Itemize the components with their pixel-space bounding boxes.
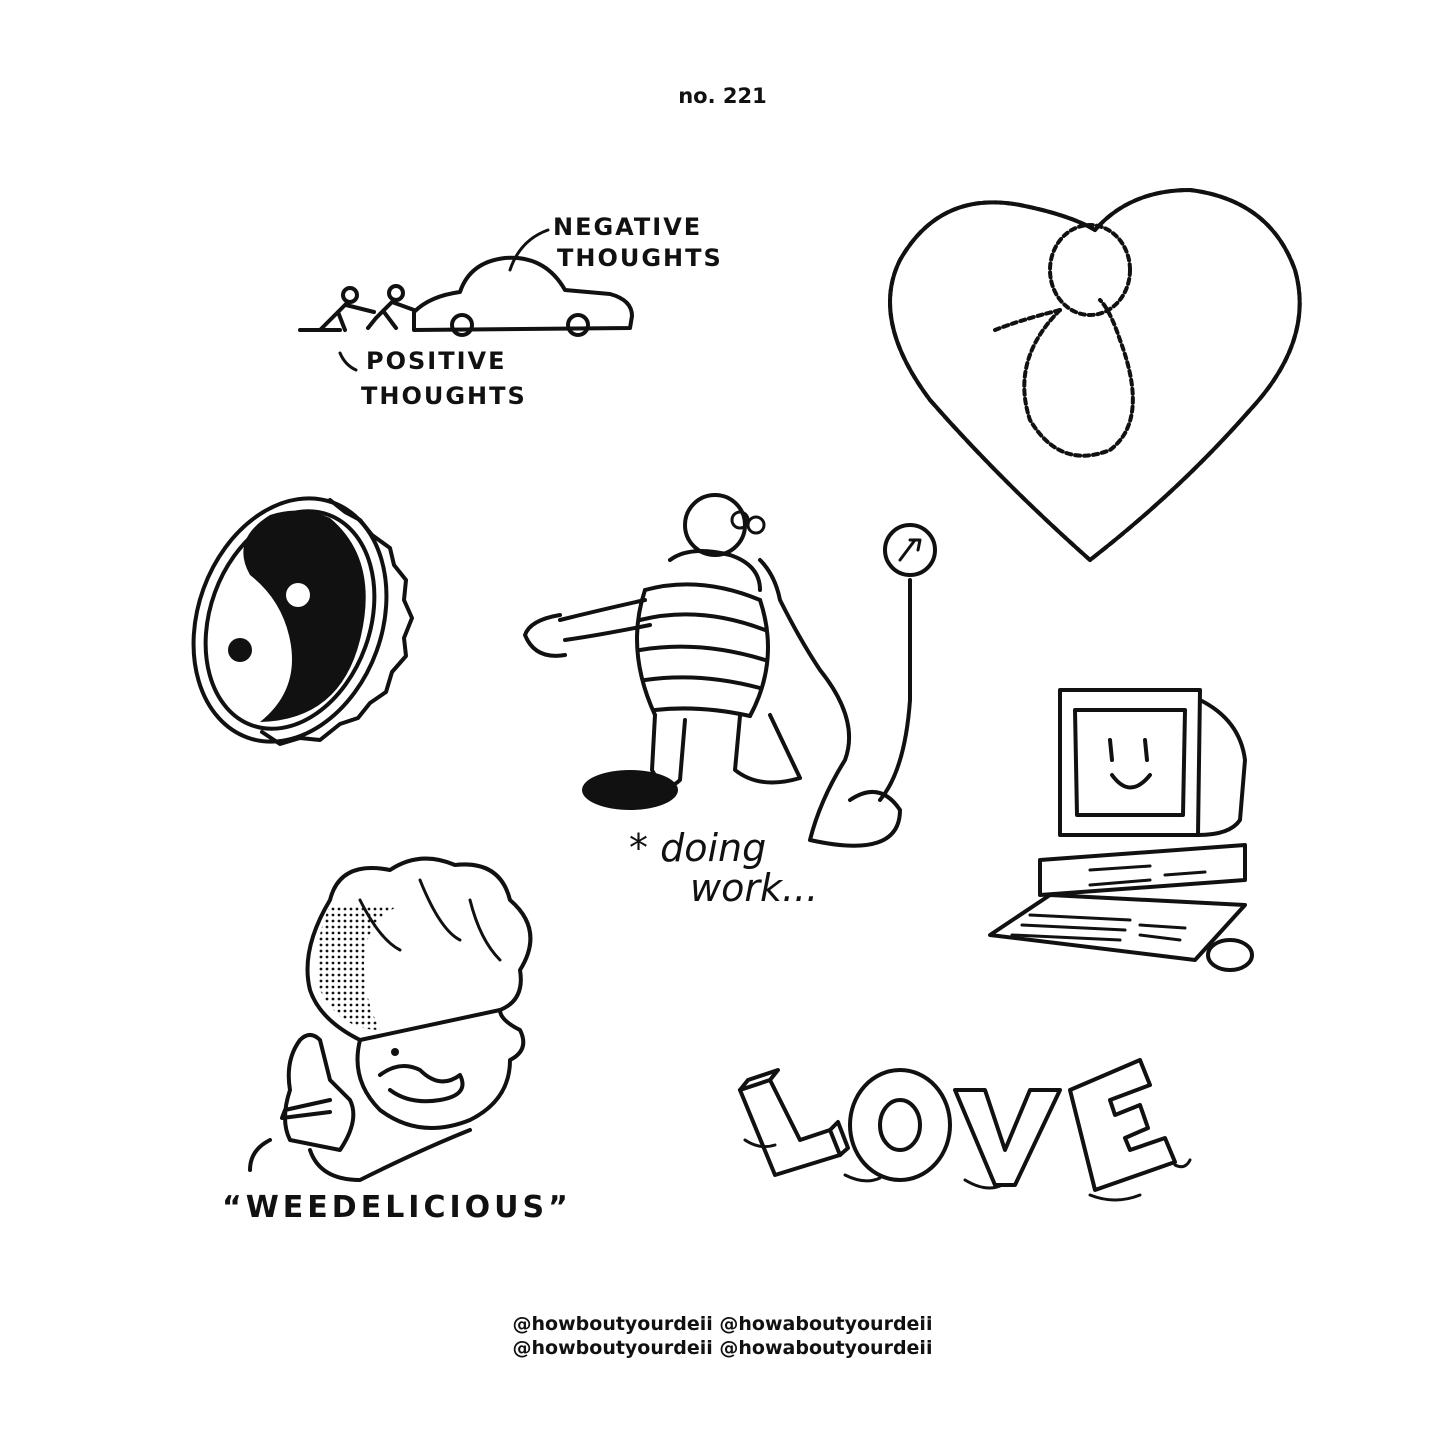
doing-work-caption-line2: work... bbox=[690, 866, 819, 910]
rope-heart-icon bbox=[888, 188, 1302, 562]
credits: @howboutyourdeii @howaboutyourdeii @howb… bbox=[0, 1312, 1445, 1360]
sheet-number: no. 221 bbox=[678, 84, 767, 108]
credits-line2: @howboutyourdeii @howaboutyourdeii bbox=[512, 1337, 933, 1359]
negative-thoughts-label-line1: NEGATIVE bbox=[553, 213, 703, 241]
yin-yang-bottlecap-icon bbox=[191, 496, 414, 746]
negative-thoughts-label-line2: THOUGHTS bbox=[557, 244, 723, 272]
positive-thoughts-label-line1: POSITIVE bbox=[366, 347, 507, 375]
positive-thoughts-label-line2: THOUGHTS bbox=[361, 382, 527, 410]
weedelicious-caption: “WEEDELICIOUS” bbox=[222, 1190, 572, 1225]
credits-line1: @howboutyourdeii @howaboutyourdeii bbox=[512, 1313, 933, 1335]
doing-work-caption-line1: * doing bbox=[629, 826, 767, 870]
tire-mascot-icon bbox=[523, 493, 937, 848]
car-push-icon bbox=[298, 228, 634, 372]
smiley-computer-icon bbox=[988, 688, 1254, 972]
chef-smoking-icon bbox=[248, 856, 533, 1182]
love-letters-icon bbox=[738, 1058, 1192, 1202]
